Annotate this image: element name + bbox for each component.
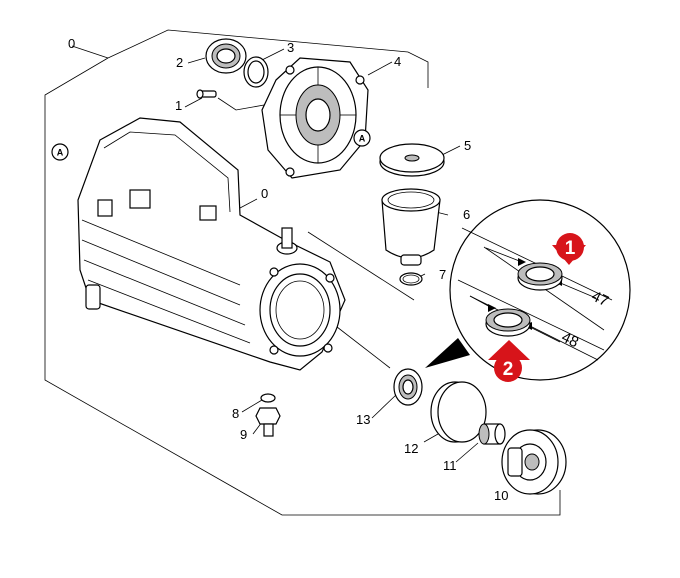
pump-housing <box>77 117 346 371</box>
part-labels: 0 0 1 2 3 4 5 6 7 8 9 10 11 12 13 <box>68 36 508 503</box>
reservoir-lid <box>379 143 445 177</box>
label-part-6: 6 <box>463 207 470 222</box>
label-part-2: 2 <box>176 55 183 70</box>
label-part-13: 13 <box>356 412 370 427</box>
dimension-48: 48 <box>559 329 581 352</box>
oil-reservoir-cup <box>381 188 441 266</box>
label-part-4: 4 <box>394 54 401 69</box>
badge-1-text: 1 <box>565 238 576 259</box>
housing-label: 0 <box>261 186 268 201</box>
badge-2: 2 <box>488 340 530 382</box>
label-part-7: 7 <box>439 267 446 282</box>
label-part-5: 5 <box>464 138 471 153</box>
flange-cover <box>261 57 369 179</box>
screw <box>196 89 217 99</box>
ring-48 <box>485 308 531 337</box>
label-part-12: 12 <box>404 441 418 456</box>
seal-ring <box>243 56 269 88</box>
detail-callout: 47 48 1 2 <box>425 199 631 382</box>
reference-mark-a-1-text: A <box>359 134 366 144</box>
o-ring <box>399 272 423 286</box>
dimension-47: 47 <box>589 288 611 311</box>
badge-1: 1 <box>552 233 586 265</box>
bushing <box>478 423 506 445</box>
bearing-top <box>205 38 247 74</box>
sealing-washer <box>260 393 276 403</box>
label-part-10: 10 <box>494 488 508 503</box>
label-part-8: 8 <box>232 406 239 421</box>
label-part-3: 3 <box>287 40 294 55</box>
reference-mark-a-2: A <box>51 143 69 161</box>
assembly-label: 0 <box>68 36 75 51</box>
ring-47 <box>517 262 563 291</box>
drain-plug <box>255 407 281 437</box>
shaft-seal <box>393 368 423 406</box>
ball-bearing <box>430 381 487 443</box>
label-part-1: 1 <box>175 98 182 113</box>
reference-mark-a-1: A <box>353 129 371 147</box>
badge-2-text: 2 <box>503 359 514 380</box>
label-part-11: 11 <box>443 458 457 473</box>
end-cap <box>501 429 567 495</box>
assembly-frame <box>44 29 561 516</box>
label-part-9: 9 <box>240 427 247 442</box>
reference-mark-a-2-text: A <box>57 148 64 158</box>
